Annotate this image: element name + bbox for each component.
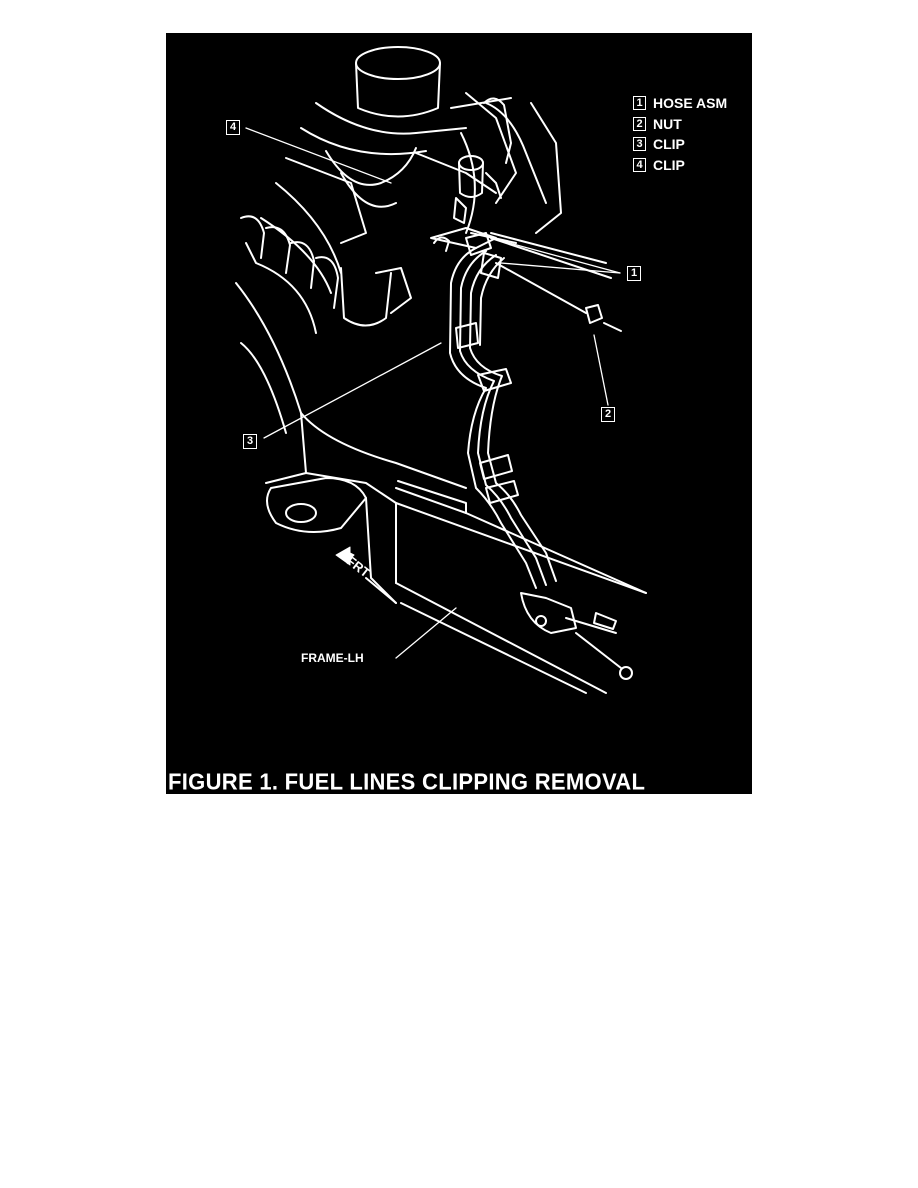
nut-part <box>585 304 622 332</box>
callout-4: 4 <box>226 120 240 135</box>
callout-1: 1 <box>627 266 641 281</box>
legend-item-nut: 2 NUT <box>633 114 727 135</box>
frame-lh-label: FRAME-LH <box>301 651 364 665</box>
fuel-lines <box>449 247 557 589</box>
frame-bracket <box>520 592 633 680</box>
figure-caption: FIGURE 1. FUEL LINES CLIPPING REMOVAL <box>168 768 646 794</box>
parts-legend: 1 HOSE ASM 2 NUT 3 CLIP 4 CLIP <box>633 93 727 175</box>
legend-number: 4 <box>633 157 646 172</box>
legend-text: CLIP <box>653 136 685 152</box>
legend-text: HOSE ASM <box>653 95 728 111</box>
legend-number: 1 <box>633 96 646 111</box>
diagram-artwork <box>235 46 647 694</box>
legend-number: 3 <box>633 137 646 152</box>
callout-2: 2 <box>601 407 615 422</box>
legend-text: CLIP <box>653 156 685 173</box>
legend-item-hose-asm: 1 HOSE ASM <box>633 93 727 114</box>
exhaust-ports <box>240 215 412 327</box>
leader-lines <box>245 127 621 659</box>
legend-item-clip-4: 4 CLIP <box>633 155 727 176</box>
front-arrow-icon <box>335 546 355 566</box>
callout-3: 3 <box>243 434 257 449</box>
legend-item-clip-3: 3 CLIP <box>633 134 727 155</box>
fuel-lines-diagram: 1 HOSE ASM 2 NUT 3 CLIP 4 CLIP 4 1 2 3 F… <box>166 33 752 794</box>
hose-clip <box>433 232 612 314</box>
engine-outline <box>245 46 562 334</box>
frame-rail <box>235 282 647 694</box>
legend-number: 2 <box>633 116 646 131</box>
legend-text: NUT <box>653 115 682 132</box>
